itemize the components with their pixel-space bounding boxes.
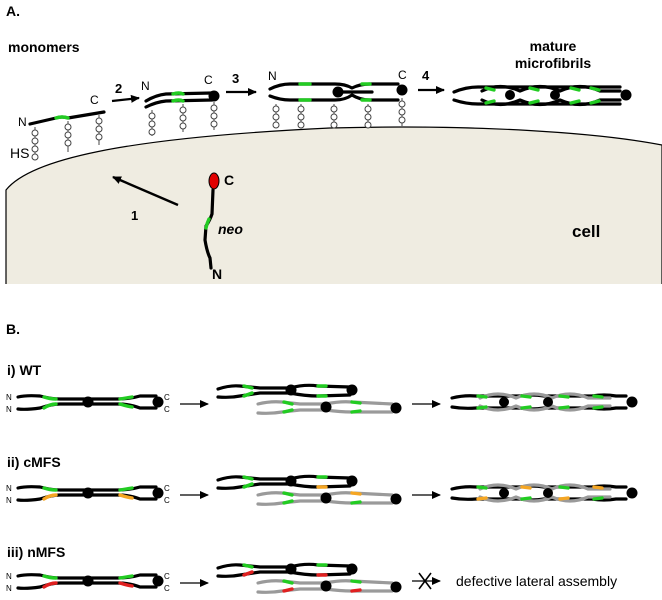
mature-microfibril [452,84,632,107]
cmfs-n-label-2: N [6,496,12,505]
monomer-n-label: N [18,115,27,129]
blocked-arrow [412,572,441,590]
secreted-monomer [203,172,220,270]
cell-body [5,126,662,286]
multimer-n-label: N [268,69,277,83]
nmfs-n-label-2: N [6,584,12,593]
c-terminus-domain [208,172,220,190]
panel-b-label: B. [6,321,20,337]
cmfs-c-label-1: C [164,484,170,493]
dimer-n-label: N [141,79,150,93]
step-2-label: 2 [115,81,122,96]
cmfs-staggered-pair [216,474,402,506]
monomer-c-label: C [90,93,99,107]
mature-label-line1: mature [530,38,577,54]
neo-label: neo [218,221,243,237]
step-2-arrow [111,94,140,103]
panel-a-label: A. [6,3,20,19]
nmfs-c-label-2: C [164,584,170,593]
nmfs-c-label-1: C [164,572,170,581]
hs-chains-multimer [272,98,406,129]
secreted-c-label: C [224,172,234,188]
nmfs-parallel-dimer [16,573,164,590]
mature-label-line2: microfibrils [515,55,591,71]
row-wt-label: i) WT [7,362,42,378]
nmfs-staggered-pair [216,562,402,594]
nmfs-n-label-1: N [6,572,12,581]
nmfs-outcome-text: defective lateral assembly [456,573,617,589]
hs-chain-2 [64,121,72,152]
cmfs-lateral-assembly [450,483,638,503]
step-1-label: 1 [131,208,138,223]
dimer-c-label: C [204,73,213,87]
wt-c-label-2: C [164,405,170,414]
cell-bottom-edge [0,284,662,286]
cmfs-parallel-dimer [16,485,164,502]
wt-lateral-assembly [450,392,638,412]
monomer [28,110,106,126]
dimer [144,90,220,109]
wt-parallel-dimer [16,394,164,411]
cmfs-n-label-1: N [6,484,12,493]
cell-label: cell [572,222,600,241]
wt-n-label-1: N [6,393,12,402]
wt-c-label-1: C [164,393,170,402]
step-3-label: 3 [232,71,239,86]
hs-chain-1 [31,127,39,161]
hs-chain-3 [95,115,103,145]
step-1-arrow [112,175,179,207]
step-4-label: 4 [422,68,430,83]
row-nmfs-label: iii) nMFS [7,544,65,560]
secreted-n-label: N [212,266,222,282]
hs-label: HS [10,145,29,161]
row-cmfs-label: ii) cMFS [7,454,61,470]
multimer [268,82,408,102]
wt-n-label-2: N [6,405,12,414]
cmfs-c-label-2: C [164,496,170,505]
wt-staggered-pair [216,383,402,415]
hs-chains-dimer [148,102,218,136]
monomers-label: monomers [8,39,80,55]
multimer-c-label: C [398,68,407,82]
